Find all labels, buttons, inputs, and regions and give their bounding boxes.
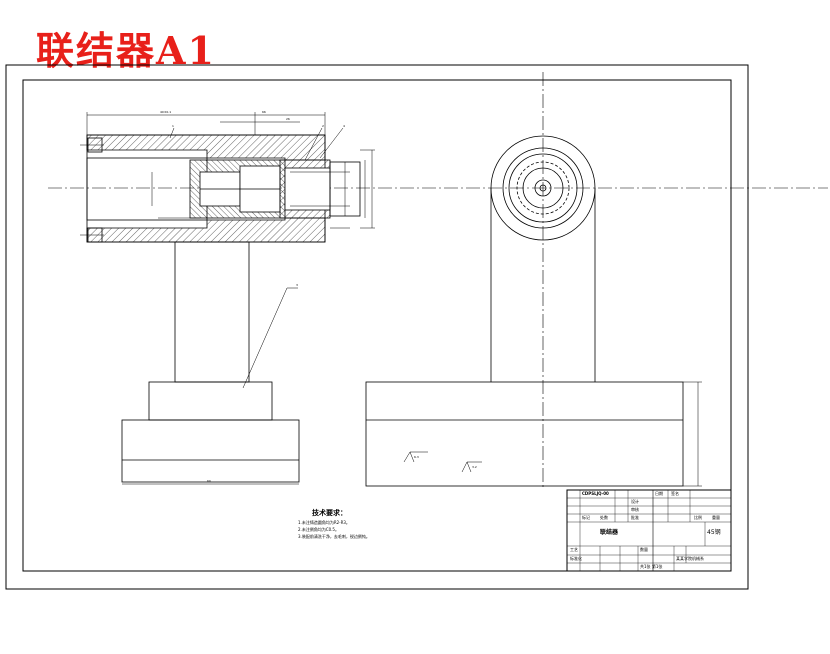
drawing-title: 联结器A1 <box>36 28 216 73</box>
leader-label-2: 2 <box>322 124 324 128</box>
center-lines <box>48 72 828 488</box>
leader-label-3: 3 <box>296 283 298 287</box>
title-block-part-name: 联结器 <box>600 529 619 536</box>
title-block-sheet: 共1张 第1张 <box>640 564 663 569</box>
dim-top-right: 26 <box>286 117 290 121</box>
dim-top-mid: 66 <box>262 110 266 114</box>
title-block-count: 处数 <box>600 515 608 520</box>
title-block-scale: 比例 <box>694 515 702 520</box>
title-block-drawing-no: CDPSLJQ-00 <box>582 491 609 496</box>
roughness-right: 3.2 <box>472 465 477 469</box>
title-block-weight: 重量 <box>712 515 720 520</box>
title-block <box>566 489 732 572</box>
title-block-mark: 标记 <box>582 515 590 520</box>
title-block-approve: 批准 <box>631 515 639 520</box>
title-block-sign: 签名 <box>671 491 679 496</box>
title-block-company: 某某学院机械系 <box>676 556 704 561</box>
leader-label-1: 1 <box>172 124 174 128</box>
title-block-design: 设计 <box>631 499 639 504</box>
dim-top-overall: 40±0.1 <box>160 110 172 114</box>
tech-note-3: 3.装配前清洗干净，去毛刺，锐边倒钝。 <box>298 534 370 539</box>
left-view <box>80 112 375 485</box>
title-block-craft: 工艺 <box>570 547 578 552</box>
tech-note-2: 2.未注倒角均为C0.5。 <box>298 527 339 532</box>
title-block-standard: 标准化 <box>570 556 582 561</box>
title-block-quantity: 数量 <box>640 547 648 552</box>
roughness-left: 6.3 <box>414 455 419 459</box>
dim-bottom-width: 60 <box>207 479 211 483</box>
tech-requirements-heading: 技术要求： <box>312 509 347 517</box>
tech-note-1: 1.未注铸造圆角均为R2-R3。 <box>298 520 350 525</box>
title-block-check: 审核 <box>631 507 639 512</box>
title-block-date: 日期 <box>655 491 663 496</box>
outer-border <box>5 64 749 590</box>
title-block-material: 45钢 <box>707 529 721 536</box>
right-view <box>365 135 702 487</box>
inner-border <box>22 79 732 572</box>
leader-label-4: 4 <box>343 124 345 128</box>
